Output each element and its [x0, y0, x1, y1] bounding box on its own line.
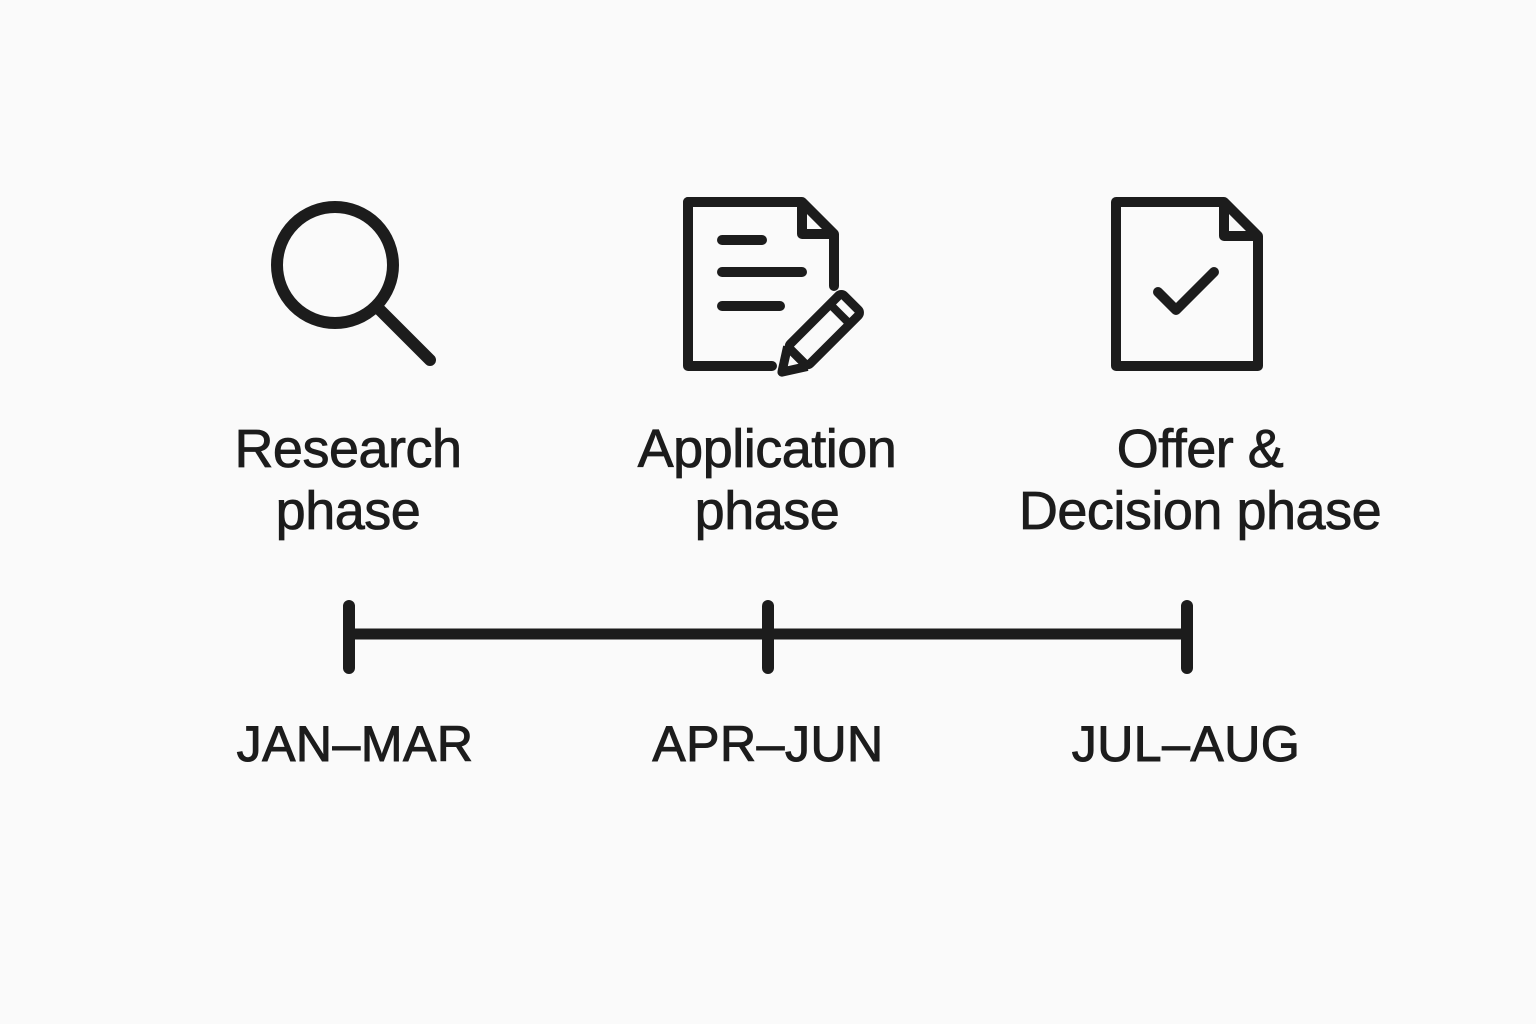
document-check-icon [1108, 196, 1268, 376]
phase-label-line: phase [694, 481, 840, 542]
magnifying-glass-icon [268, 198, 444, 370]
phase-label-offer-decision: Offer & Decision phase [980, 418, 1420, 542]
phase-label-line: Decision phase [1018, 481, 1382, 542]
phase-label-line: phase [275, 481, 421, 542]
phase-label-line: Application [637, 419, 897, 480]
phase-label-line: Offer & [1116, 419, 1284, 480]
phase-label-research: Research phase [198, 418, 498, 542]
phase-label-application: Application phase [600, 418, 934, 542]
period-label-jan-mar: JAN–MAR [236, 716, 474, 773]
document-edit-icon [680, 196, 880, 377]
period-label-jul-aug: JUL–AUG [1071, 716, 1301, 773]
period-label-apr-jun: APR–JUN [652, 716, 884, 773]
timeline-axis [330, 596, 1210, 680]
phase-label-line: Research [234, 419, 462, 480]
